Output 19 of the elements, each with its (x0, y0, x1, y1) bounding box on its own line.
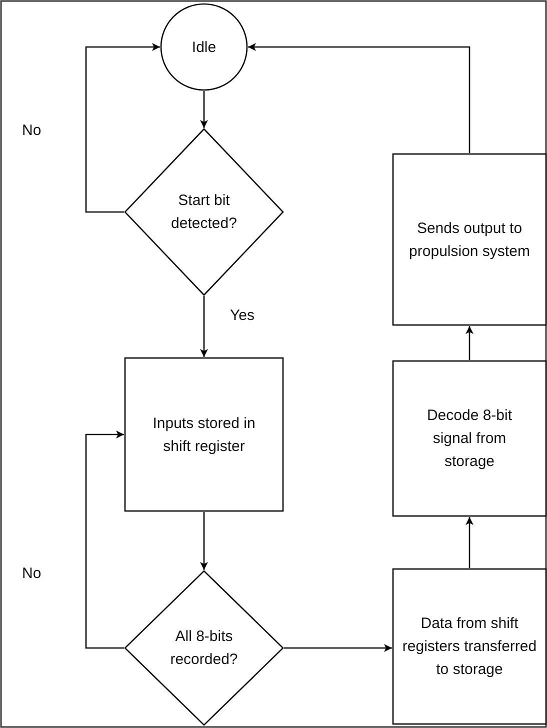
node-label: Sends output to propulsion system (408, 218, 531, 262)
arrow (200, 512, 208, 570)
arrow (248, 43, 470, 153)
node-label: Idle (190, 38, 218, 58)
node-label: Inputs stored in shift register (152, 414, 256, 456)
node-label: Decode 8-bit signal from storage (426, 406, 514, 472)
arrow (85, 43, 160, 213)
arrow (85, 430, 124, 649)
arrow (466, 517, 474, 568)
arrow (200, 296, 208, 357)
arrow (284, 644, 392, 652)
node-label: Data from shift registers transferred to storage (401, 614, 538, 680)
edge-label: Yes (230, 307, 254, 324)
edge-label: No (22, 565, 42, 582)
arrow (466, 326, 474, 360)
node-label: All 8-bits recorded? (169, 627, 239, 670)
edge-label: No (22, 122, 42, 139)
node-label: Start bit detected? (170, 191, 238, 234)
arrow (200, 91, 208, 128)
